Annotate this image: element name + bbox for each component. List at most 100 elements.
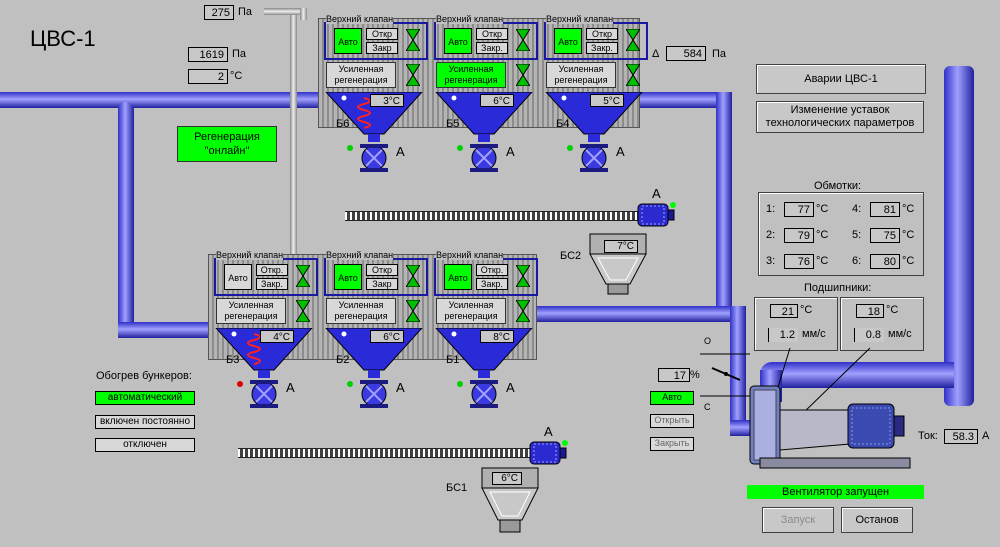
- motor-top-letter: A: [652, 186, 661, 201]
- winding-5-value: 76: [784, 254, 814, 269]
- gauge-pipe-v1: [290, 10, 297, 256]
- top-hopper-2-letter: A: [506, 144, 515, 159]
- top-hopper-1-temp: 3°C: [370, 94, 404, 107]
- upper-valve-icon: [406, 29, 420, 51]
- bottom-unit-3: Верхний клапан Авто Откр. Закр.: [434, 250, 538, 296]
- upper-valve-icon: [516, 265, 530, 287]
- winding-1-index: 1:: [766, 203, 776, 215]
- stack-vertical: [944, 66, 974, 406]
- auto-button[interactable]: Авто: [444, 264, 472, 290]
- bearing-left-temp-unit: °C: [800, 304, 813, 316]
- close-button[interactable]: Закр.: [586, 42, 618, 54]
- auto-button[interactable]: Авто: [444, 28, 472, 54]
- motor-bottom-letter: A: [544, 424, 553, 439]
- winding-6-value: 80: [870, 254, 900, 269]
- bottom-regen-button-3[interactable]: Усиленная регенерация: [436, 298, 506, 324]
- winding-4-value: 75: [870, 228, 900, 243]
- heating-off-button[interactable]: отключен: [95, 438, 195, 452]
- winding-4-unit: °C: [902, 229, 915, 241]
- bottom-hopper-3-temp: 8°C: [480, 330, 514, 343]
- top-regen-button-3[interactable]: Усиленная регенерация: [546, 62, 616, 88]
- pressure-right-prefix: Δ: [652, 48, 660, 60]
- regen-valve-icon: [626, 64, 640, 86]
- upper-valve-label: Верхний клапан: [326, 14, 394, 24]
- open-button[interactable]: Откр: [366, 28, 398, 40]
- bearing-right-vib: 0.8: [854, 328, 884, 342]
- pipe-left-vertical: [118, 102, 134, 330]
- bottom-hopper-1-label: Б3: [226, 354, 240, 366]
- damper-icon: [700, 353, 750, 397]
- top-hopper-1-label: Б6: [336, 118, 350, 130]
- temp-left-value: 2: [188, 69, 228, 84]
- winding-3-index: 2:: [766, 229, 776, 241]
- top-hopper-3-temp: 5°C: [590, 94, 624, 107]
- bottom-hopper-2-temp: 6°C: [370, 330, 404, 343]
- open-button[interactable]: Откр: [476, 28, 508, 40]
- close-button[interactable]: Закр.: [476, 42, 508, 54]
- open-button[interactable]: Откр: [586, 28, 618, 40]
- close-button[interactable]: Закр: [366, 278, 398, 290]
- setpoints-button[interactable]: Изменение уставок технологических параме…: [756, 101, 924, 133]
- bin-bs1-temp: 6°C: [492, 472, 522, 485]
- damper-open-label: O: [704, 336, 712, 346]
- bottom-regen-button-1[interactable]: Усиленная регенерация: [216, 298, 286, 324]
- winding-1-value: 77: [784, 202, 814, 217]
- open-button[interactable]: Откр.: [476, 264, 508, 276]
- bottom-regen-button-2[interactable]: Усиленная регенерация: [326, 298, 396, 324]
- bottom-hopper-3-letter: A: [506, 380, 515, 395]
- current-value: 58.3: [944, 429, 978, 444]
- upper-valve-label: Верхний клапан: [216, 250, 284, 260]
- close-button[interactable]: Закр: [366, 42, 398, 54]
- regen-valve-icon: [406, 300, 420, 322]
- pipe-right-vertical: [716, 92, 732, 306]
- open-button[interactable]: Откр.: [256, 264, 288, 276]
- regen-valve-icon: [296, 300, 310, 322]
- damper-open-button[interactable]: Открыть: [650, 414, 694, 428]
- top-unit-3: Верхний клапан Авто Откр Закр.: [544, 14, 648, 60]
- pressure-right-value: 584: [666, 46, 706, 61]
- auto-button[interactable]: Авто: [554, 28, 582, 54]
- gauge-pipe-v2: [300, 8, 307, 20]
- bottom-hopper-1-letter: A: [286, 380, 295, 395]
- windings-title: Обмотки:: [812, 180, 864, 192]
- winding-1-unit: °C: [816, 203, 829, 215]
- auto-button[interactable]: Авто: [224, 264, 252, 290]
- close-button[interactable]: Закр.: [256, 278, 288, 290]
- bearing-left-temp: 21: [770, 304, 798, 318]
- bin-bs2-temp: 7°C: [604, 240, 638, 253]
- heating-always-on-button[interactable]: включен постоянно: [95, 415, 195, 429]
- pipe-top-left: [0, 92, 318, 108]
- pressure-right-unit: Па: [712, 48, 727, 60]
- close-button[interactable]: Закр.: [476, 278, 508, 290]
- top-hopper-3-label: Б4: [556, 118, 570, 130]
- damper-auto-button[interactable]: Авто: [650, 391, 694, 405]
- damper-close-button[interactable]: Закрыть: [650, 437, 694, 451]
- auto-button[interactable]: Авто: [334, 28, 362, 54]
- winding-2-value: 81: [870, 202, 900, 217]
- heating-auto-button[interactable]: автоматический: [95, 391, 195, 405]
- upper-valve-label: Верхний клапан: [436, 14, 504, 24]
- top-hopper-3-letter: A: [616, 144, 625, 159]
- upper-valve-label: Верхний клапан: [436, 250, 504, 260]
- fan-unit-icon: [749, 385, 911, 469]
- current-unit: А: [982, 430, 990, 442]
- top-hopper-2-temp: 6°C: [480, 94, 514, 107]
- top-regen-button-2[interactable]: Усиленная регенерация: [436, 62, 506, 88]
- fan-start-button[interactable]: Запуск: [762, 507, 834, 533]
- bearing-right-panel: [840, 297, 924, 351]
- winding-3-unit: °C: [816, 229, 829, 241]
- regen-valve-icon: [516, 64, 530, 86]
- pipe-left-bottom: [118, 322, 210, 338]
- online-regen-button[interactable]: Регенерация "онлайн": [177, 126, 277, 162]
- open-button[interactable]: Откр: [366, 264, 398, 276]
- top-unit-2: Верхний клапан Авто Откр Закр.: [434, 14, 538, 60]
- bin-bs1-label: БС1: [446, 482, 468, 494]
- top-hopper-1-letter: A: [396, 144, 405, 159]
- pipe-to-fan: [730, 306, 746, 434]
- page-title: ЦВС-1: [30, 26, 96, 51]
- alarms-button[interactable]: Аварии ЦВС-1: [756, 64, 926, 94]
- bearing-right-temp-unit: °C: [886, 304, 899, 316]
- auto-button[interactable]: Авто: [334, 264, 362, 290]
- fan-stop-button[interactable]: Останов: [841, 507, 913, 533]
- top-regen-button-1[interactable]: Усиленная регенерация: [326, 62, 396, 88]
